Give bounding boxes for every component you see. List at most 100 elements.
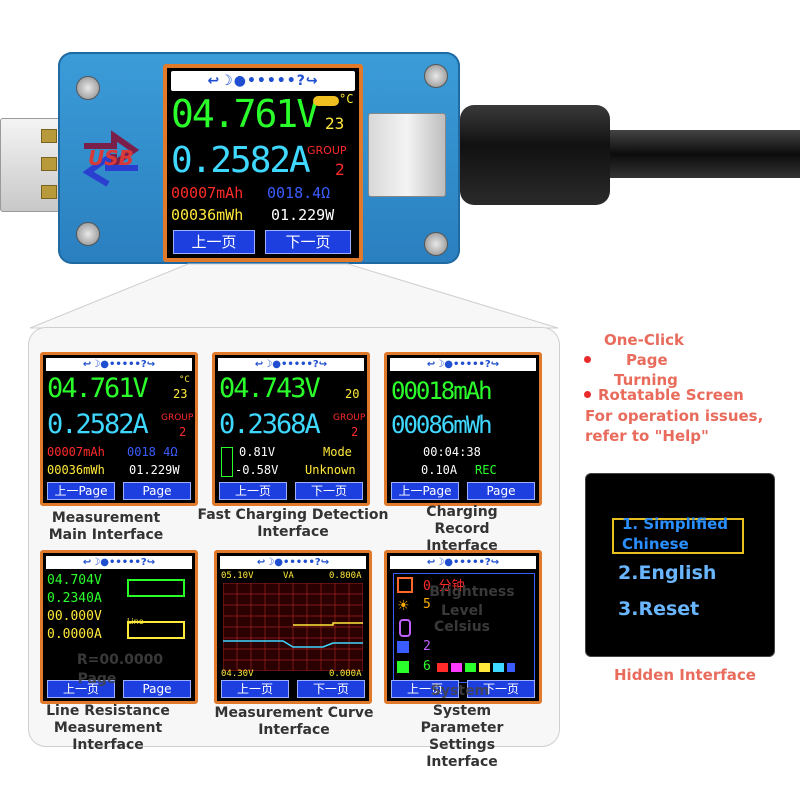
setting-screen-off: 0 分钟 — [423, 579, 465, 594]
group-label: GROUP — [161, 413, 194, 423]
energy-value: 00036mWh — [47, 463, 105, 477]
next-page-button[interactable]: 下一页 — [467, 680, 535, 698]
status-bar: ↩☽●•••••?↪ — [218, 358, 364, 371]
menu-item-simplified-chinese[interactable]: 1. Simplified Chinese — [622, 515, 728, 553]
status-bar: ↩☽●•••••?↪ — [46, 556, 192, 569]
prev-page-button[interactable]: 上一Page — [391, 482, 459, 500]
temp-value: 23 — [325, 114, 345, 133]
capacity-value: 00007mAh — [47, 445, 105, 459]
usb-a-port — [368, 113, 446, 197]
voltage-value: 04.704V — [47, 573, 102, 588]
v-top-label: 05.10V — [221, 571, 254, 581]
voltage-value: 04.761V — [47, 373, 149, 404]
current-value: 0.2582A — [171, 140, 311, 181]
settings-list — [393, 573, 535, 683]
group-value: 2 — [335, 160, 345, 179]
usb-pin — [41, 129, 57, 143]
caption-hidden-interface: Hidden Interface — [614, 666, 756, 684]
thumb-system-settings: ↩☽●•••••?↪ 0 分钟 ☀ 5 2 6 上一页 下一页 — [384, 550, 542, 704]
screw — [424, 64, 448, 88]
v-bottom-label: 04.30V — [221, 669, 254, 679]
callout-wedge — [29, 263, 559, 329]
bullet-dot — [584, 356, 591, 363]
thumb-charging-record: ↩☽●•••••?↪ 00018mAh 00086mWh 00:04:38 0.… — [384, 352, 542, 506]
voltage-value: 04.761V — [171, 92, 319, 136]
screw — [424, 232, 448, 256]
thumb-line-resistance: ↩☽●•••••?↪ 04.704V 0.2340A 00.000V 0.000… — [40, 550, 198, 704]
screw — [76, 76, 100, 100]
current-value-2: 0.0000A — [47, 627, 102, 642]
timer-icon — [397, 577, 413, 593]
mode-value: Unknown — [305, 463, 356, 477]
group-value: 2 — [351, 425, 359, 439]
status-bar: ↩☽●•••••?↪ — [390, 556, 536, 569]
group-label: GROUP — [333, 413, 366, 423]
bullet-dot — [584, 391, 591, 398]
line-icon — [127, 621, 185, 639]
menu-item-english[interactable]: 2.English — [618, 562, 717, 584]
prev-page-button[interactable]: 上一页 — [173, 230, 255, 254]
temp-value: 20 — [345, 387, 360, 401]
power-value: 01.229W — [129, 463, 180, 477]
caption-line-resistance: Line Resistance Measurement Interface — [46, 703, 170, 753]
status-bar: ↩☽●•••••?↪ — [171, 71, 355, 91]
resistance-value: 0018.4Ω — [267, 184, 331, 202]
status-bar: ↩☽●•••••?↪ — [46, 358, 192, 371]
note-help-1: For operation issues, — [585, 407, 764, 425]
hidden-interface-screen: 1. Simplified Chinese 2.English 3.Reset — [585, 473, 775, 657]
next-page-button[interactable]: Page — [123, 482, 191, 500]
prev-page-button[interactable]: 上一页 — [391, 680, 459, 698]
caption-fast-charging: Fast Charging Detection Interface — [197, 507, 389, 540]
menu-item-reset[interactable]: 3.Reset — [618, 598, 700, 620]
usb-cable — [595, 130, 800, 178]
next-page-button[interactable]: 下一页 — [295, 482, 363, 500]
group-icon — [397, 641, 409, 653]
prev-page-button[interactable]: 上一页 — [47, 680, 115, 698]
current-value: 0.2340A — [47, 591, 102, 606]
status-bar: ↩☽●•••••?↪ — [220, 556, 366, 569]
main-screen: ↩☽●•••••?↪ 04.761V °C 23 0.2582A GROUP 2… — [163, 64, 363, 262]
prev-page-button[interactable]: 上一页 — [221, 680, 289, 698]
a-top-label: 0.800A — [329, 571, 362, 581]
usb-logo: USB — [88, 146, 134, 170]
va-label: VA — [283, 571, 294, 581]
caption-system-settings: System Parameter Settings Interface — [420, 703, 504, 770]
prev-page-button[interactable]: 上一Page — [47, 482, 115, 500]
theme-icon — [397, 661, 409, 673]
prev-page-button[interactable]: 上一页 — [219, 482, 287, 500]
a-bottom-label: 0.000A — [329, 669, 362, 679]
capacity-value: 00018mAh — [391, 377, 493, 405]
next-page-button[interactable]: Page — [123, 680, 191, 698]
cable-connector — [460, 105, 610, 205]
next-page-button[interactable]: 下一页 — [265, 230, 351, 254]
r-value-label: R=00.0000 — [76, 652, 164, 668]
mode-label: Mode — [323, 445, 352, 459]
temp-unit: °C — [179, 375, 190, 385]
selection-highlight — [612, 518, 744, 554]
voltage-value: 04.743V — [219, 373, 321, 404]
usb-arrows-icon — [82, 130, 140, 187]
note-page: Page — [626, 351, 668, 369]
energy-value: 00086mWh — [391, 411, 493, 439]
record-time: 00:04:38 — [423, 445, 481, 459]
rec-indicator: REC — [475, 463, 497, 477]
note-turning: Turning — [614, 371, 678, 389]
group-value: 2 — [179, 425, 187, 439]
note-one-click: One-Click — [604, 331, 684, 349]
capacity-value: 00007mAh — [171, 184, 244, 202]
dplus-voltage: 0.81V — [239, 445, 276, 459]
next-page-button[interactable]: 下一页 — [297, 680, 365, 698]
curve-graph — [223, 583, 363, 671]
overlay-brightness: Brightness — [429, 584, 515, 600]
record-threshold: 0.10A — [421, 463, 458, 477]
screw — [76, 222, 100, 246]
temp-unit: °C — [339, 92, 354, 106]
energy-value: 00036mWh — [171, 206, 244, 224]
overlay-system: System — [430, 683, 490, 699]
overlay-celsius: Celsius — [434, 619, 490, 635]
current-value: 0.2582A — [47, 409, 149, 440]
dminus-voltage: -0.58V — [235, 463, 279, 477]
next-page-button[interactable]: Page — [467, 482, 535, 500]
overlay-level: Level — [441, 603, 483, 619]
theme-swatches — [437, 663, 515, 672]
